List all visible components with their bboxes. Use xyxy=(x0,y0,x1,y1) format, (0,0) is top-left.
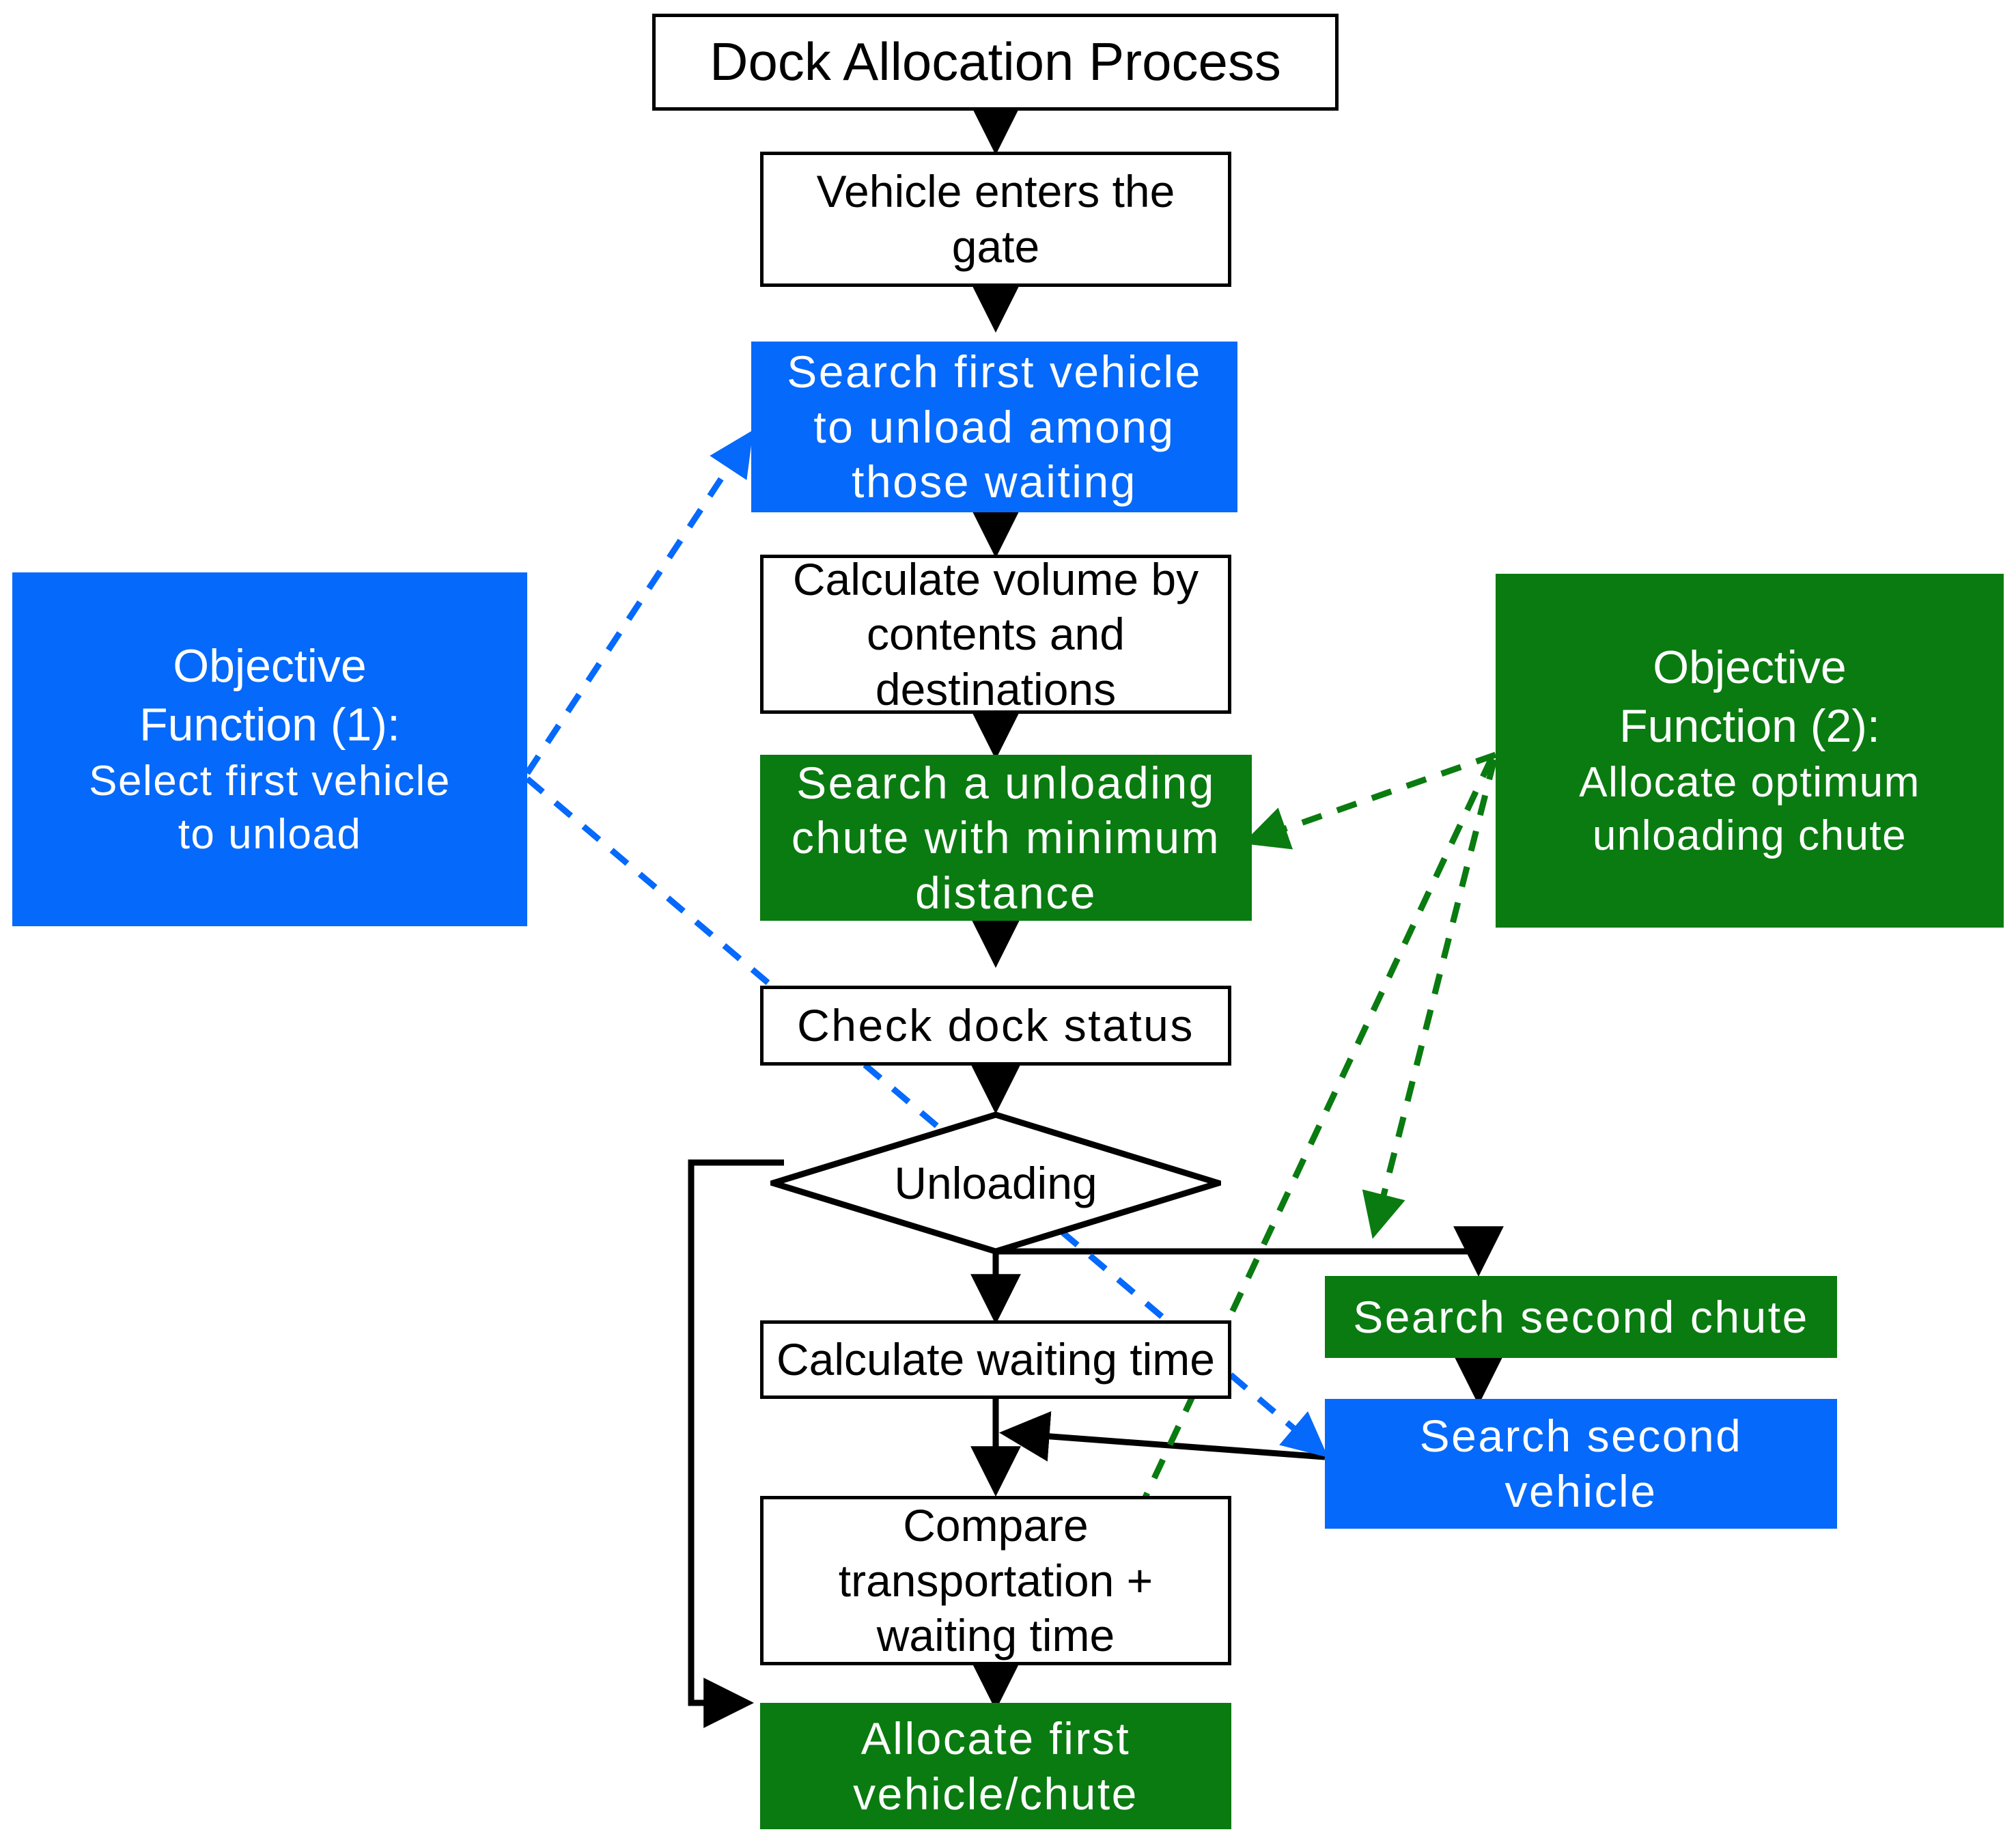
objective-function-1-text: Objective Function (1): Select first veh… xyxy=(12,637,527,861)
node-search-first-vehicle-label: Search first vehicle to unload among tho… xyxy=(787,346,1202,508)
node-vehicle-enters-gate[interactable]: Vehicle enters the gate xyxy=(760,152,1231,287)
node-search-second-chute[interactable]: Search second chute xyxy=(1325,1276,1837,1358)
objective-1-line2: Function (1): xyxy=(139,698,400,751)
edge-secondvehicle-to-mainline xyxy=(999,1411,1326,1462)
node-compare-transport-waiting-label: Compare transportation + waiting time xyxy=(838,1500,1153,1661)
node-objective-function-1[interactable]: Objective Function (1): Select first veh… xyxy=(12,572,527,926)
node-allocate-first-vehicle-chute[interactable]: Allocate first vehicle/chute xyxy=(760,1703,1231,1829)
node-search-unloading-chute-label: Search a unloading chute with minimum di… xyxy=(791,757,1221,918)
objective-function-2-text: Objective Function (2): Allocate optimum… xyxy=(1496,639,2004,863)
node-unloading-decision-label: Unloading xyxy=(894,1157,1097,1208)
node-check-dock-status[interactable]: Check dock status xyxy=(760,986,1231,1066)
objective-2-line3: Allocate optimum xyxy=(1579,758,1920,806)
objective-1-line3: Select first vehicle xyxy=(89,757,451,805)
node-check-dock-status-label: Check dock status xyxy=(797,1000,1194,1051)
edge-obj1-to-searchfirst xyxy=(524,430,753,775)
node-objective-function-2[interactable]: Objective Function (2): Allocate optimum… xyxy=(1496,574,2004,928)
objective-1-line4: to unload xyxy=(178,810,362,858)
node-vehicle-enters-gate-label: Vehicle enters the gate xyxy=(816,166,1175,272)
node-search-second-vehicle[interactable]: Search second vehicle xyxy=(1325,1399,1837,1529)
objective-2-line2: Function (2): xyxy=(1619,699,1880,752)
node-calculate-volume[interactable]: Calculate volume by contents and destina… xyxy=(760,553,1231,714)
node-calculate-volume-label: Calculate volume by contents and destina… xyxy=(792,553,1199,714)
edge-obj2-to-rightbranch xyxy=(1362,758,1498,1239)
node-title-label: Dock Allocation Process xyxy=(710,31,1281,92)
node-calculate-waiting-time-label: Calculate waiting time xyxy=(776,1334,1215,1385)
node-unloading-decision[interactable]: Unloading xyxy=(770,1112,1221,1254)
edge-obj2-to-unloadingchute xyxy=(1242,751,1497,850)
edge-unloading-right-branch xyxy=(996,1226,1504,1277)
objective-2-line1: Objective xyxy=(1653,641,1847,694)
objective-2-line4: unloading chute xyxy=(1592,811,1907,859)
node-search-second-vehicle-label: Search second vehicle xyxy=(1419,1411,1743,1516)
objective-1-line1: Objective xyxy=(173,640,367,693)
node-search-first-vehicle[interactable]: Search first vehicle to unload among tho… xyxy=(751,342,1237,512)
node-compare-transport-waiting[interactable]: Compare transportation + waiting time xyxy=(760,1496,1231,1665)
node-search-unloading-chute[interactable]: Search a unloading chute with minimum di… xyxy=(760,755,1252,921)
node-search-second-chute-label: Search second chute xyxy=(1353,1291,1809,1342)
node-title[interactable]: Dock Allocation Process xyxy=(652,14,1339,111)
node-calculate-waiting-time[interactable]: Calculate waiting time xyxy=(760,1320,1231,1399)
node-allocate-first-vehicle-chute-label: Allocate first vehicle/chute xyxy=(853,1712,1138,1819)
